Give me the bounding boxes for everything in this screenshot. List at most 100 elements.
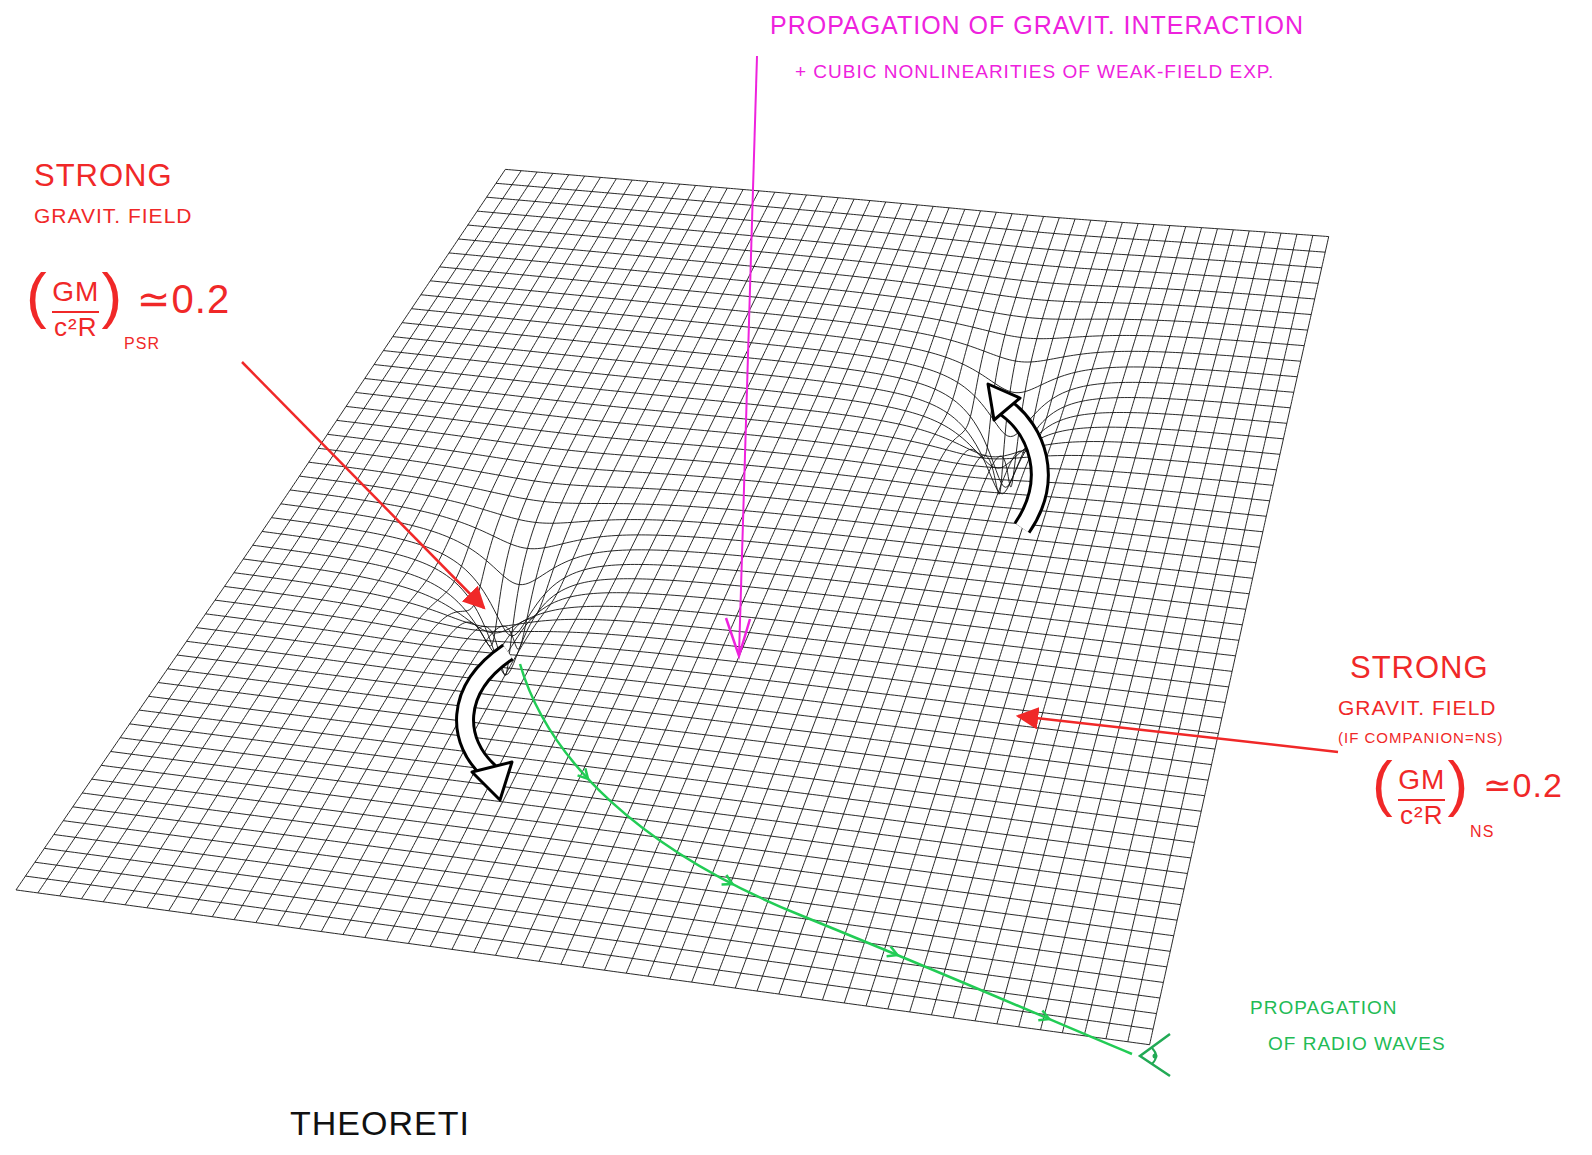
fraction-numerator: GM: [1398, 765, 1445, 794]
grid-line: [158, 683, 1201, 812]
grid-line: [82, 793, 1173, 936]
grid-line: [735, 215, 1028, 988]
grid-line: [402, 323, 1290, 488]
grid-line: [256, 184, 680, 923]
grid-line: [44, 848, 1160, 998]
radio-wave-arrow: [1038, 1010, 1049, 1020]
grid-line: [101, 765, 1180, 904]
radio-wave-note: PROPAGATION: [1250, 998, 1398, 1018]
grid-line: [975, 228, 1201, 1021]
grid-line: [604, 206, 933, 970]
grid-line: [1150, 237, 1329, 1045]
observer-eye: [1140, 1034, 1170, 1076]
grid-line: [412, 309, 1294, 437]
grid-line: [365, 378, 1277, 469]
grid-line: [60, 172, 537, 896]
ratio-value: ≃0.2: [137, 278, 230, 320]
grid-line: [648, 209, 965, 976]
grid-line: [449, 253, 1308, 330]
radio-wave-arrow: [887, 946, 898, 956]
parenthesis: ): [1447, 750, 1469, 815]
grid-line: [327, 434, 1262, 531]
grid-line: [355, 392, 1273, 485]
leader-line: [1018, 716, 1338, 752]
grid-line: [517, 201, 870, 959]
grid-line: [224, 586, 1225, 702]
grid-line: [487, 197, 1322, 268]
grid-line: [125, 176, 585, 905]
grid-line: [318, 448, 1259, 547]
radio-wave-arrows: [578, 768, 1050, 1020]
grid-line: [440, 267, 1305, 346]
fraction-denominator: c²R: [52, 311, 99, 341]
field-heading: STRONG: [1350, 652, 1489, 685]
grid-line: [111, 751, 1184, 889]
leader-line: [242, 362, 484, 608]
grid-line: [931, 226, 1169, 1015]
grid-line: [92, 779, 1177, 920]
grid-line: [253, 545, 1236, 657]
grid-line: [1128, 235, 1313, 1041]
grid-line: [1041, 231, 1250, 1030]
grid-line: [452, 196, 822, 949]
grid-line: [888, 223, 1138, 1008]
grid-line: [505, 169, 1328, 236]
grid-line: [910, 225, 1154, 1012]
grid-line: [81, 173, 552, 898]
grid-line: [1106, 234, 1297, 1039]
field-condition: (IF COMPANION=NS): [1338, 730, 1503, 746]
grid-line: [757, 216, 1044, 991]
grid-line: [177, 655, 1208, 780]
grid-line: [477, 211, 1318, 283]
subscript: PSR: [124, 336, 160, 353]
grid-line: [1062, 232, 1265, 1033]
grid-line: [430, 281, 1300, 362]
interaction-note: PROPAGATION OF GRAVIT. INTERACTION: [770, 12, 1304, 38]
grid-line: [54, 835, 1164, 983]
grid-line: [779, 218, 1059, 994]
grid-line: [73, 807, 1170, 952]
parenthesis: (: [1372, 750, 1394, 815]
radio-wave-path: [520, 664, 1132, 1054]
grid-line: [16, 890, 1150, 1045]
grid-line: [713, 214, 1012, 985]
grid-line: [38, 171, 521, 893]
grid-line: [561, 203, 902, 964]
grid-line: [822, 220, 1090, 1000]
grid-line: [1019, 230, 1234, 1027]
parenthesis: (: [26, 262, 48, 327]
leader-line: [739, 56, 757, 655]
grid-line: [458, 239, 1311, 315]
grid-line: [1084, 233, 1281, 1036]
grid-line: [234, 573, 1229, 687]
grid-line: [35, 862, 1157, 1013]
grid-line: [866, 222, 1122, 1006]
field-heading: GRAVIT. FIELD: [34, 205, 192, 227]
grid-line: [63, 821, 1167, 967]
orbit-arrow: [988, 384, 1040, 528]
grid-line: [25, 876, 1153, 1029]
grid-line: [626, 208, 949, 973]
grid-line: [212, 181, 648, 916]
fraction-denominator: c²R: [1398, 799, 1445, 829]
fraction-numerator: GM: [52, 277, 99, 306]
grid-line: [953, 227, 1185, 1018]
grid-line: [383, 351, 1283, 469]
grid-line: [278, 185, 696, 925]
radio-wave-arrow: [722, 875, 733, 884]
grid-line: [243, 559, 1232, 671]
nonlinearity-note: + CUBIC NONLINEARITIES OF WEAK-FIELD EXP…: [795, 62, 1274, 82]
grid-line: [421, 295, 1297, 393]
grid-line: [844, 221, 1106, 1003]
spacetime-grid: [16, 169, 1329, 1044]
parenthesis: ): [101, 262, 123, 327]
subscript: NS: [1470, 824, 1494, 841]
grid-line: [387, 192, 775, 940]
grid-line: [468, 225, 1315, 299]
grid-line: [262, 531, 1239, 675]
grid-line: [120, 738, 1187, 874]
grid-line: [168, 669, 1205, 796]
radio-wave-note: OF RADIO WAVES: [1268, 1034, 1446, 1054]
